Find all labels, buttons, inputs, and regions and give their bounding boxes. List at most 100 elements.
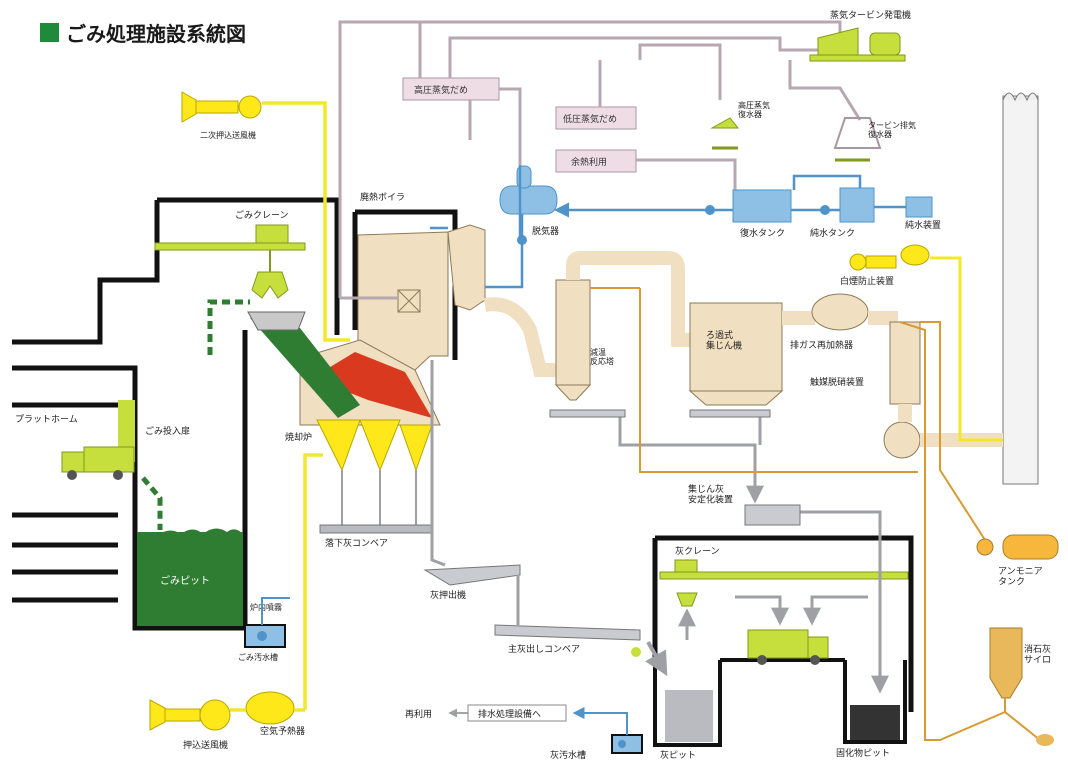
label-flue-gas-reheater: 排ガス再加熱器 — [790, 339, 853, 351]
ash-hoppers — [317, 420, 432, 470]
label-ash-wastewater-tank: 灰汚水槽 — [550, 749, 586, 761]
label-incinerator: 焼却炉 — [285, 431, 312, 443]
ammonia-tank — [1003, 535, 1058, 559]
label-refuse-wastewater-tank: ごみ汚水槽 — [238, 652, 278, 662]
label-platform: プラットホーム — [15, 414, 78, 425]
label-lp-steam-header: 低圧蒸気だめ — [563, 113, 617, 125]
air-line-primary — [305, 455, 323, 710]
label-refuse-crane: ごみクレーン — [235, 209, 289, 221]
refuse-grab — [252, 272, 288, 298]
legend-square — [40, 23, 59, 42]
label-slaked-lime-silo: 消石灰サイロ — [1024, 643, 1051, 665]
ash-pit-content — [665, 690, 713, 742]
ash-ww-line — [575, 713, 627, 735]
turbine — [818, 28, 858, 55]
label-ash-crane: 灰クレーン — [675, 545, 720, 557]
fly-ash-conveyor-2 — [690, 410, 770, 417]
refuse-crane-rail — [155, 243, 305, 250]
fly-ash-stabilizer — [745, 505, 800, 525]
ash-extractor-line — [432, 360, 445, 565]
label-fly-ash-stabilizer: 集じん灰安定化装置 — [688, 483, 733, 505]
ammonia-pump — [977, 539, 993, 555]
air-preheater — [246, 692, 294, 724]
label-white-smoke-prevention: 白煙防止装置 — [840, 275, 894, 287]
pure-water-unit — [906, 197, 932, 217]
deaerator — [500, 186, 557, 214]
reaction-tower — [556, 280, 590, 385]
label-turbine-generator: 蒸気タービン発電機 — [830, 9, 911, 21]
fly-ash-conveyor-1 — [550, 410, 625, 417]
ash-extractor — [425, 565, 520, 585]
drop-ash-lines — [342, 470, 416, 525]
bag-filter-hoppers — [690, 391, 782, 405]
flue-gas-reheater — [812, 294, 868, 330]
label-ammonia-tank: アンモニアタンク — [998, 567, 1043, 587]
main-ash-conveyor — [495, 625, 640, 640]
conveyor-pulley — [631, 647, 641, 657]
secondary-fan — [182, 92, 261, 122]
label-pure-water-tank: 純水タンク — [810, 227, 855, 239]
label-to-wastewater-facility: 排水処理設備へ — [478, 708, 541, 720]
label-refuse-input-door: ごみ投入扉 — [145, 425, 190, 437]
ash-grab — [677, 593, 697, 606]
refuse-ww-pump — [257, 631, 267, 641]
feed-chute — [248, 312, 305, 330]
label-air-preheater: 空気予熱器 — [260, 725, 305, 737]
condensate-tank — [733, 190, 791, 222]
refuse-dump-path — [143, 478, 160, 530]
lime-line — [590, 288, 1040, 740]
water-lines — [430, 165, 906, 287]
turbine-base — [810, 55, 905, 61]
solid-pit-content — [850, 705, 900, 740]
label-surplus-heat: 余熱利用 — [571, 156, 607, 168]
refuse-pit-top — [137, 528, 243, 540]
label-deaerator: 脱気器 — [532, 225, 559, 237]
label-denitrification: 触媒脱硝装置 — [810, 376, 864, 388]
diagram-title: ごみ処理施設系統図 — [66, 22, 246, 46]
chimney — [1003, 96, 1038, 484]
label-reaction-tower: 減温反応塔 — [590, 347, 614, 366]
label-main-ash-conveyor: 主灰出しコンベア — [508, 643, 580, 655]
label-condensate-tank: 復水タンク — [740, 227, 785, 239]
ash-crane-rail — [660, 572, 908, 579]
label-waste-heat-boiler: 廃熱ボイラ — [360, 191, 405, 203]
refuse-crane-trolley — [256, 225, 288, 243]
label-refuse-pit: ごみピット — [160, 574, 210, 587]
label-drop-ash-conveyor: 落下灰コンベア — [325, 537, 388, 549]
label-hp-steam-header: 高圧蒸気だめ — [414, 84, 468, 96]
ash-wastewater-tank — [612, 735, 642, 753]
chimney-top — [1003, 93, 1038, 100]
label-forced-draft-fan: 押込送風機 — [183, 739, 228, 751]
lime-feeder — [1036, 734, 1054, 746]
forced-draft-fan — [150, 700, 230, 730]
flue-duct-6 — [905, 404, 1003, 440]
label-ash-pit: 灰ピット — [660, 749, 696, 761]
hp-condenser — [712, 118, 738, 128]
label-in-furnace-spray: 炉内噴霧 — [250, 602, 282, 612]
pump-3 — [517, 235, 527, 245]
flue-duct-2 — [485, 304, 556, 370]
fly-ash-line — [560, 412, 755, 500]
induced-fan — [884, 422, 920, 458]
ash-ww-pump — [618, 740, 626, 748]
label-reuse: 再利用 — [405, 708, 432, 720]
label-pure-water-unit: 純水装置 — [905, 219, 941, 231]
ash-to-truck-1 — [735, 597, 780, 622]
flue-duct-3 — [573, 258, 690, 340]
pure-water-tank — [840, 188, 874, 222]
pump-2 — [820, 205, 830, 215]
ash-to-truck-2 — [812, 597, 868, 622]
drop-ash-conveyor — [320, 525, 432, 533]
label-ash-extractor: 灰押出機 — [430, 589, 466, 601]
label-hp-condenser: 高圧蒸気復水器 — [738, 100, 770, 119]
ash-crane-trolley — [675, 560, 697, 572]
slaked-lime-silo — [990, 628, 1022, 698]
denitrification — [890, 322, 920, 404]
label-solidified-pit: 固化物ピット — [836, 747, 890, 759]
reaction-tower-bottom — [556, 385, 590, 400]
ammonia-line — [920, 322, 985, 540]
generator — [870, 33, 900, 55]
white-smoke-prevention — [850, 245, 929, 270]
label-secondary-fan: 二次押込送風機 — [200, 130, 256, 140]
